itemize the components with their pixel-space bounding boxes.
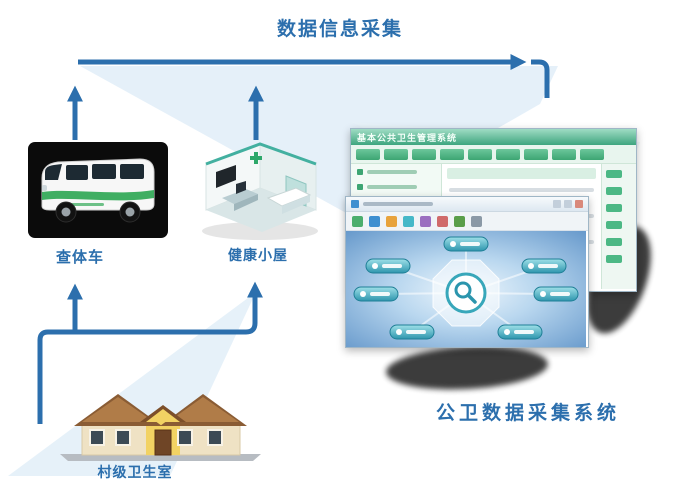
van-green-stripe [42,190,154,201]
village-clinic-illustration [58,372,263,462]
menu-button [496,148,520,160]
van-wheels [55,201,141,223]
maximize-icon [564,200,572,208]
close-icon [575,200,583,208]
window-title-bar: 基本公共卫生管理系统 [351,129,636,145]
toolbar [346,212,588,231]
system-label: 公卫数据采集系统 [436,402,621,424]
toolbar-icon [420,215,431,227]
system-window-front [345,196,589,348]
hub-module-button [521,258,567,274]
toolbar-icon [352,215,363,227]
menu-button [468,148,492,160]
magnifier-icon [454,281,477,304]
toolbar-icon [454,215,465,227]
window-title-placeholder [363,202,433,206]
van-illustration [28,142,168,238]
menu-button-row [351,145,636,164]
toolbar-icon [471,215,482,227]
cabin-exam-bed [266,187,312,214]
window-title-bar [346,197,588,212]
window-controls [553,200,583,208]
cabin-wall-screen [216,165,236,188]
menu-button [440,148,464,160]
house-windows [89,429,223,446]
health-cabin-illustration [188,136,333,243]
diagram-title: 数据信息采集 [276,18,403,40]
window-title: 基本公共卫生管理系统 [357,133,458,144]
app-icon [351,200,359,208]
village-clinic-label: 村级卫生室 [97,465,173,481]
van-windshield [45,164,62,180]
hub-module-button [533,286,579,302]
hub-center [445,272,487,314]
menu-button [580,148,604,160]
hub-diagram [346,231,588,347]
hub-module-button [497,324,543,340]
toolbar-icon [369,215,380,227]
hub-module-button [389,324,435,340]
toolbar-icon [437,215,448,227]
menu-button [524,148,548,160]
toolbar-icon [403,215,414,227]
van-headlight [42,185,47,191]
hub-module-button [365,258,411,274]
menu-button [356,148,380,160]
minimize-icon [553,200,561,208]
menu-button [552,148,576,160]
hub-module-button [353,286,399,302]
menu-button [412,148,436,160]
window-right-menu [601,164,636,289]
menu-button [384,148,408,160]
toolbar-icon [386,215,397,227]
van-label: 查体车 [55,248,104,266]
hub-module-button [443,236,489,252]
medical-cross-icon [250,152,262,164]
background-shape [80,66,558,214]
hub-module-buttons [353,236,579,340]
van-body [41,158,155,211]
health-cabin-label: 健康小屋 [228,248,288,264]
table-header [447,168,596,179]
house-door [154,429,172,456]
house-base [60,454,261,461]
cabin-desk [222,181,258,211]
